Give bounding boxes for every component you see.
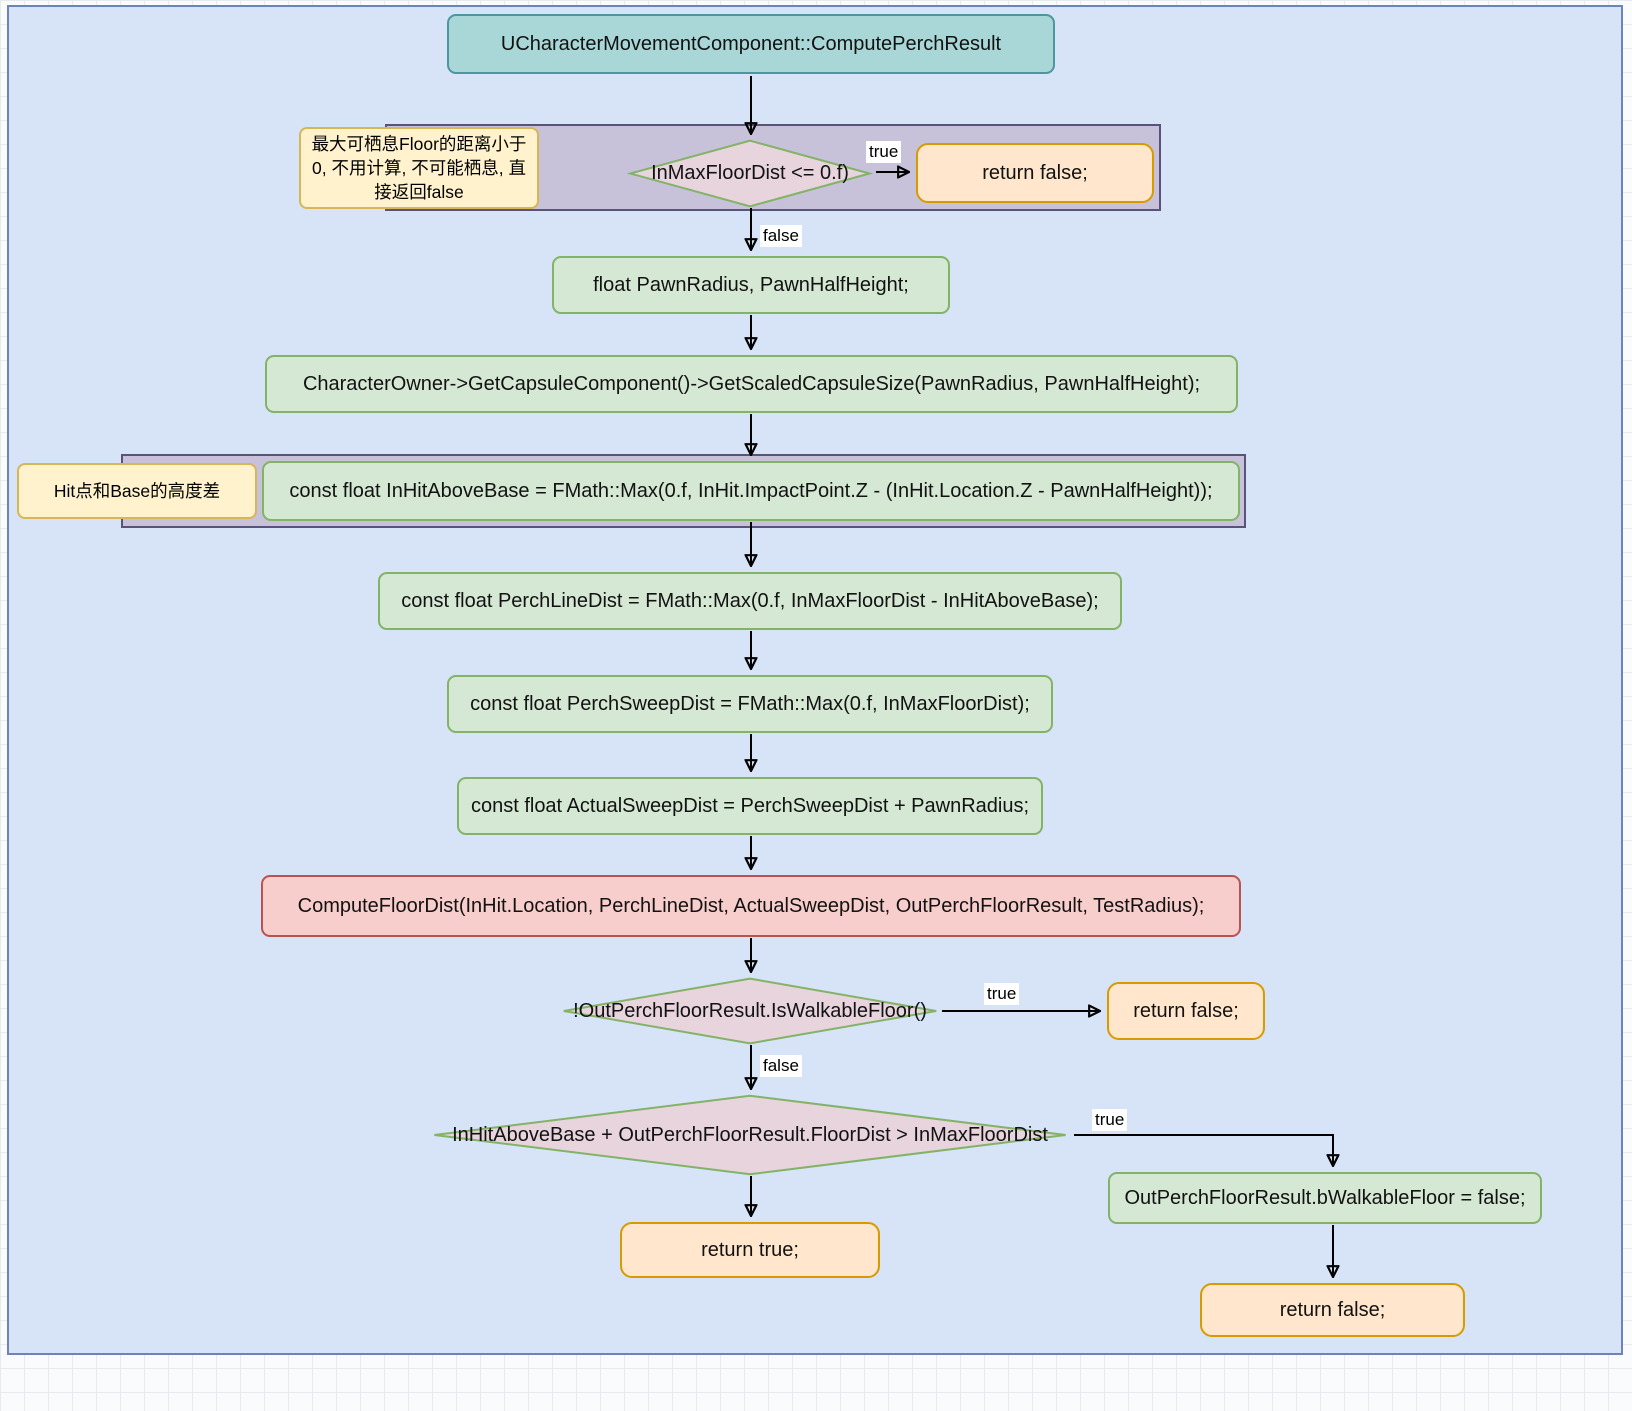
decision-is-walkable-floor[interactable]: !OutPerchFloorResult.IsWalkableFloor() — [560, 978, 940, 1044]
decision-is-walkable-floor-label: !OutPerchFloorResult.IsWalkableFloor() — [573, 999, 927, 1022]
process-declare-pawn-size[interactable]: float PawnRadius, PawnHalfHeight; — [552, 256, 950, 314]
edge-label-false-2: false — [760, 1055, 802, 1078]
terminal-return-false-1-label: return false; — [982, 161, 1088, 184]
note-hit-base-height-text: Hit点和Base的高度差 — [53, 480, 221, 501]
edge-label-true-3: true — [1092, 1109, 1128, 1132]
decision-floor-dist-exceeds-max-label: InHitAboveBase + OutPerchFloorResult.Flo… — [452, 1123, 1048, 1146]
process-perch-line-dist[interactable]: const float PerchLineDist = FMath::Max(0… — [378, 572, 1122, 630]
process-get-capsule-size[interactable]: CharacterOwner->GetCapsuleComponent()->G… — [265, 355, 1238, 413]
terminal-return-false-3-label: return false; — [1279, 1298, 1386, 1321]
edge-label-true-1: true — [866, 141, 902, 164]
diamond-shape — [428, 1095, 1072, 1175]
process-compute-floor-dist-label: ComputeFloorDist(InHit.Location, PerchLi… — [297, 894, 1205, 917]
terminal-return-true[interactable]: return true; — [620, 1222, 880, 1278]
process-actual-sweep-dist[interactable]: const float ActualSweepDist = PerchSweep… — [457, 777, 1043, 835]
process-compute-floor-dist[interactable]: ComputeFloorDist(InHit.Location, PerchLi… — [261, 875, 1241, 937]
diamond-shape — [628, 140, 872, 207]
start-node-compute-perch-result[interactable]: UCharacterMovementComponent::ComputePerc… — [447, 14, 1055, 74]
decision-floor-dist-exceeds-max[interactable]: InHitAboveBase + OutPerchFloorResult.Flo… — [428, 1095, 1072, 1175]
start-node-label: UCharacterMovementComponent::ComputePerc… — [500, 32, 1002, 55]
note-max-floor-dist[interactable]: 最大可栖息Floor的距离小于0, 不用计算, 不可能栖息, 直接返回false — [299, 127, 539, 209]
process-perch-sweep-dist-label: const float PerchSweepDist = FMath::Max(… — [470, 692, 1030, 715]
process-set-bwalkable-false-label: OutPerchFloorResult.bWalkableFloor = fal… — [1124, 1186, 1526, 1209]
note-max-floor-dist-text: 最大可栖息Floor的距离小于0, 不用计算, 不可能栖息, 直接返回false — [311, 133, 527, 203]
process-get-capsule-size-label: CharacterOwner->GetCapsuleComponent()->G… — [302, 372, 1201, 395]
terminal-return-false-2[interactable]: return false; — [1107, 982, 1265, 1040]
process-set-bwalkable-false[interactable]: OutPerchFloorResult.bWalkableFloor = fal… — [1108, 1172, 1542, 1224]
diamond-shape — [560, 978, 940, 1044]
decision-max-floor-dist[interactable]: InMaxFloorDist <= 0.f) — [628, 140, 872, 207]
terminal-return-false-2-label: return false; — [1133, 999, 1239, 1022]
process-actual-sweep-dist-label: const float ActualSweepDist = PerchSweep… — [470, 794, 1030, 817]
process-perch-sweep-dist[interactable]: const float PerchSweepDist = FMath::Max(… — [447, 675, 1053, 733]
terminal-return-true-label: return true; — [701, 1238, 799, 1261]
edge-label-false-1: false — [760, 225, 802, 248]
edge-label-true-2: true — [984, 983, 1020, 1006]
terminal-return-false-1[interactable]: return false; — [916, 143, 1154, 203]
note-hit-base-height[interactable]: Hit点和Base的高度差 — [17, 463, 257, 519]
process-in-hit-above-base[interactable]: const float InHitAboveBase = FMath::Max(… — [262, 461, 1240, 521]
process-in-hit-above-base-label: const float InHitAboveBase = FMath::Max(… — [289, 479, 1213, 502]
terminal-return-false-3[interactable]: return false; — [1200, 1283, 1465, 1337]
process-perch-line-dist-label: const float PerchLineDist = FMath::Max(0… — [401, 589, 1099, 612]
decision-max-floor-dist-label: InMaxFloorDist <= 0.f) — [651, 162, 849, 184]
process-declare-pawn-size-label: float PawnRadius, PawnHalfHeight; — [593, 273, 909, 296]
